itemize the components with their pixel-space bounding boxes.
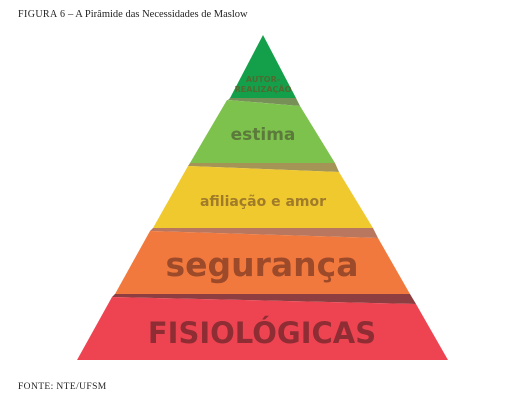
level-autorrealizacao-label-2: REALIZAÇÃO	[235, 84, 292, 94]
level-estima	[190, 100, 335, 163]
level-seguranca-label: segurança	[165, 245, 358, 284]
level-afiliacao	[153, 166, 373, 228]
level-seguranca-shadow	[112, 294, 416, 304]
level-estima-label: estima	[231, 125, 296, 145]
level-fisiologicas	[77, 297, 448, 360]
figure-title: A Pirâmide das Necessidades de Maslow	[75, 9, 248, 20]
level-autorrealizacao-label-1: AUTOR-	[246, 75, 280, 84]
figure-source: FONTE: NTE/UFSM	[18, 382, 107, 392]
level-afiliacao-shadow	[150, 228, 378, 238]
level-estima-shadow	[188, 163, 339, 172]
level-autorrealizacao-shadow	[228, 98, 300, 106]
level-afiliacao-label: afiliação e amor	[200, 194, 326, 210]
caption-separator: –	[65, 9, 76, 20]
level-seguranca	[115, 231, 410, 294]
level-fisiologicas-label: FISIOLÓGICAS	[148, 316, 376, 350]
figure-number: FIGURA 6	[18, 9, 66, 20]
level-autorrealizacao	[230, 35, 296, 98]
figure-caption: FIGURA 6 – A Pirâmide das Necessidades d…	[18, 9, 248, 20]
